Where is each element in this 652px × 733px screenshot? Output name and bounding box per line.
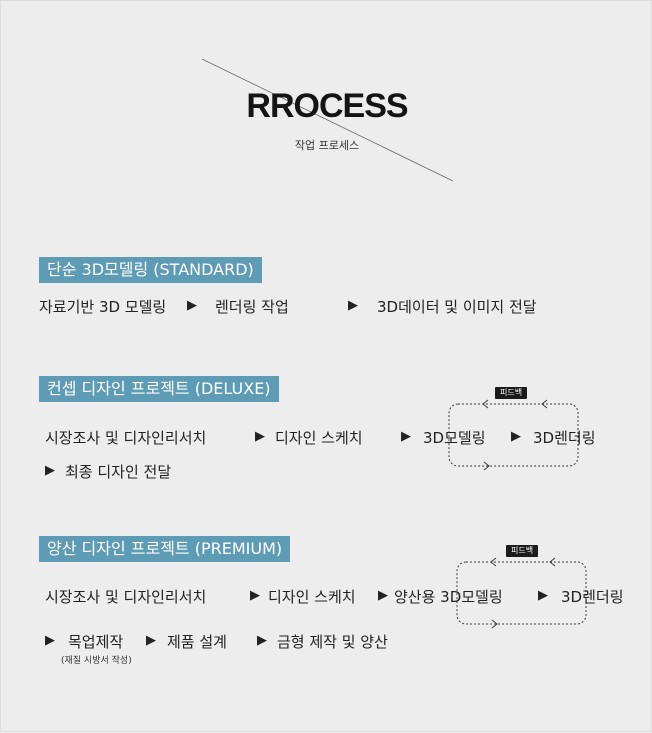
step-premium-research: 시장조사 및 디자인리서치 (45, 588, 207, 606)
arrow-right-icon: ▶ (401, 429, 411, 444)
page-subtitle: 작업 프로세스 (294, 139, 360, 152)
step-premium-engineering: 제품 설계 (167, 633, 227, 651)
step-deluxe-modeling: 3D모델링 (423, 429, 486, 447)
arrow-right-icon: ▶ (538, 588, 548, 603)
arrow-right-icon: ▶ (255, 429, 265, 444)
step-premium-mold-production: 금형 제작 및 양산 (277, 633, 388, 651)
step-deluxe-rendering: 3D렌더링 (533, 429, 596, 447)
section-header-standard: 단순 3D모델링 (STANDARD) (39, 257, 262, 283)
arrow-right-icon: ▶ (257, 633, 267, 648)
feedback-badge: 피드백 (495, 387, 528, 399)
step-deluxe-sketch: 디자인 스케치 (275, 429, 363, 447)
mockup-note: (재질 시방서 작성) (61, 656, 132, 666)
step-premium-modeling: 양산용 3D모델링 (394, 588, 503, 606)
arrow-right-icon: ▶ (45, 633, 55, 648)
arrow-right-icon: ▶ (250, 588, 260, 603)
step-premium-rendering: 3D렌더링 (561, 588, 624, 606)
arrow-right-icon: ▶ (348, 298, 358, 313)
arrow-right-icon: ▶ (378, 588, 388, 603)
page-title: RROCESS (246, 87, 408, 125)
arrow-right-icon: ▶ (187, 298, 197, 313)
arrow-right-icon: ▶ (146, 633, 156, 648)
feedback-loop-diagram (456, 557, 587, 629)
section-header-deluxe: 컨셉 디자인 프로젝트 (DELUXE) (39, 376, 279, 402)
step-standard-modeling: 자료기반 3D 모델링 (39, 298, 167, 316)
step-premium-mockup: 목업제작 (68, 633, 124, 651)
step-standard-delivery: 3D데이터 및 이미지 전달 (377, 298, 537, 316)
arrow-right-icon: ▶ (45, 463, 55, 478)
step-standard-rendering: 렌더링 작업 (215, 298, 289, 316)
feedback-loop-diagram (448, 399, 579, 471)
step-deluxe-research: 시장조사 및 디자인리서치 (45, 429, 207, 447)
step-premium-sketch: 디자인 스케치 (268, 588, 356, 606)
step-deluxe-delivery: 최종 디자인 전달 (65, 463, 172, 481)
section-header-premium: 양산 디자인 프로젝트 (PREMIUM) (39, 536, 291, 562)
arrow-right-icon: ▶ (511, 429, 521, 444)
feedback-badge: 피드백 (506, 545, 539, 557)
